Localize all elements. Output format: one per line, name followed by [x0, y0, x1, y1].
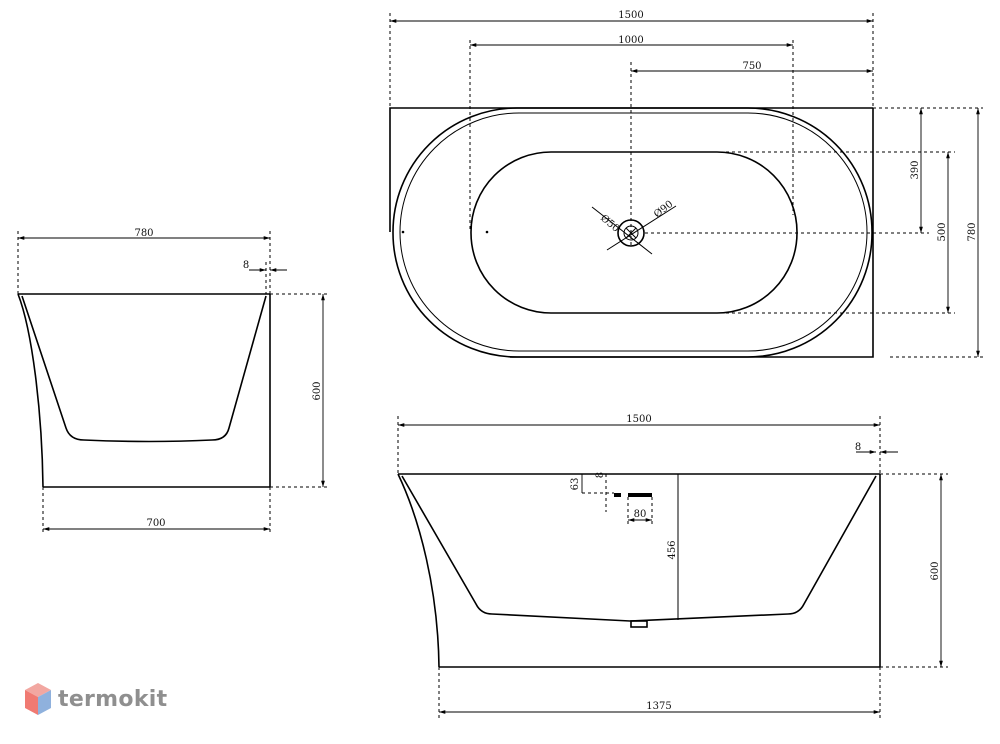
- dim-1000-label: 1000: [618, 35, 643, 46]
- brand-logo: termokit: [24, 681, 167, 717]
- front-dim-80-label: 80: [634, 509, 647, 520]
- front-dim-600-label: 600: [930, 561, 941, 580]
- dim-500-label: 500: [937, 222, 948, 241]
- side-view: 780 8 600 700: [17, 228, 330, 535]
- side-dim-600-label: 600: [312, 381, 323, 400]
- top-marker-dot-2: [485, 230, 489, 234]
- cube-icon: [25, 683, 51, 715]
- front-dim-63-label: 63: [570, 478, 581, 491]
- drain-large-label: Ø90: [652, 199, 675, 221]
- brand-name: termokit: [58, 686, 168, 712]
- front-dim-1375-label: 1375: [646, 701, 671, 712]
- front-basin: [401, 475, 877, 622]
- side-basin: [21, 295, 267, 443]
- side-dim-700-label: 700: [146, 518, 165, 529]
- side-dim-780-label: 780: [134, 228, 153, 239]
- dim-390-label: 390: [910, 160, 921, 179]
- drain-leader-right: [606, 205, 677, 251]
- front-view: 1500 8 63 8 80 456 600 1375: [397, 414, 948, 718]
- top-rim-inner: [399, 112, 868, 352]
- side-outer-wall: [17, 293, 44, 488]
- front-overflow-small: [614, 493, 621, 497]
- dim-780-top-label: 780: [967, 222, 978, 241]
- top-marker-dot-1: [401, 230, 405, 234]
- top-outer-right: [510, 108, 874, 358]
- dim-1500-top-label: 1500: [618, 10, 643, 21]
- front-drain: [630, 620, 648, 628]
- top-view: Ø50 Ø90 1500 1000 750 390 500 780: [389, 10, 983, 358]
- drain-leader-left: [591, 206, 653, 255]
- front-overflow: [628, 493, 652, 497]
- front-dim-8b-label: 8: [595, 472, 606, 478]
- side-dim-8-label: 8: [243, 260, 249, 271]
- top-rim-outer: [392, 107, 873, 358]
- front-dim-1500-label: 1500: [626, 414, 651, 425]
- front-outer-wall: [397, 473, 440, 668]
- front-dim-456-label: 456: [667, 540, 678, 559]
- dim-750-label: 750: [742, 61, 761, 72]
- front-dim-8-label: 8: [855, 442, 861, 453]
